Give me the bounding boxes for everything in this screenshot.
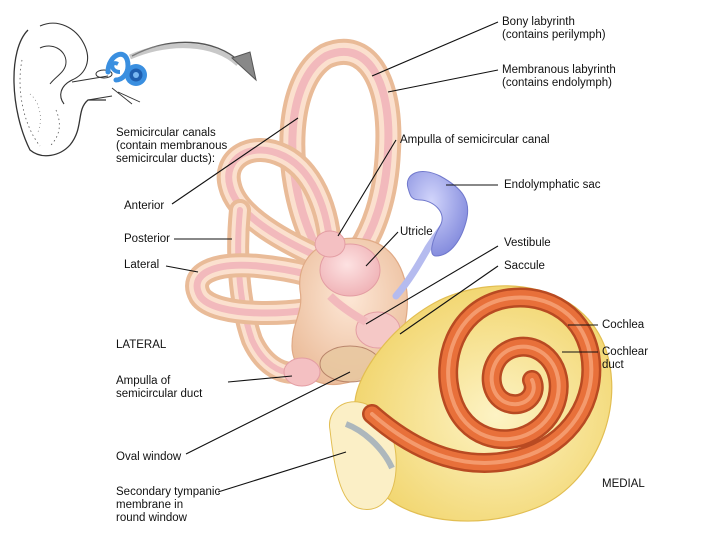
ampulla-anterior [314, 230, 346, 258]
label-lateral-orientation: LATERAL [116, 339, 167, 351]
ampulla-semicircular-duct [283, 357, 321, 387]
label-utricle: Utricle [400, 226, 433, 238]
label-semicircular-canals: Semicircular canals (contain membranous … [116, 127, 228, 165]
label-saccule: Saccule [504, 260, 545, 272]
round-window [344, 421, 395, 470]
cochlear-duct [362, 287, 602, 473]
label-posterior: Posterior [124, 233, 171, 245]
label-ampulla-semicircular-canal: Ampulla of semicircular canal [400, 134, 550, 146]
anterior-semicircular-canal [279, 38, 402, 263]
posterior-semicircular-canal [216, 138, 356, 384]
label-vestibule: Vestibule [504, 237, 551, 249]
label-endolymphatic-sac: Endolymphatic sac [504, 179, 601, 191]
utricle [319, 243, 381, 297]
inset-arrow [129, 41, 257, 82]
endolymphatic-sac-duct [392, 171, 469, 300]
leader-lines [165, 21, 598, 493]
label-anterior: Anterior [124, 200, 165, 212]
label-ampulla-semicircular-duct: Ampulla of semicircular duct [116, 375, 203, 400]
label-cochlear-duct: Cochlear duct [602, 346, 649, 371]
label-oval-window: Oval window [116, 451, 182, 463]
label-medial-orientation: MEDIAL [602, 478, 645, 490]
label-lateral: Lateral [124, 259, 160, 271]
label-cochlea: Cochlea [602, 319, 645, 331]
label-bony-labyrinth: Bony labyrinth (contains perilymph) [502, 16, 606, 41]
outer-ear-inset [13, 22, 147, 157]
label-secondary-tympanic-membrane: Secondary tympanic membrane in round win… [116, 486, 221, 524]
label-membranous-labyrinth: Membranous labyrinth (contains endolymph… [502, 64, 616, 89]
